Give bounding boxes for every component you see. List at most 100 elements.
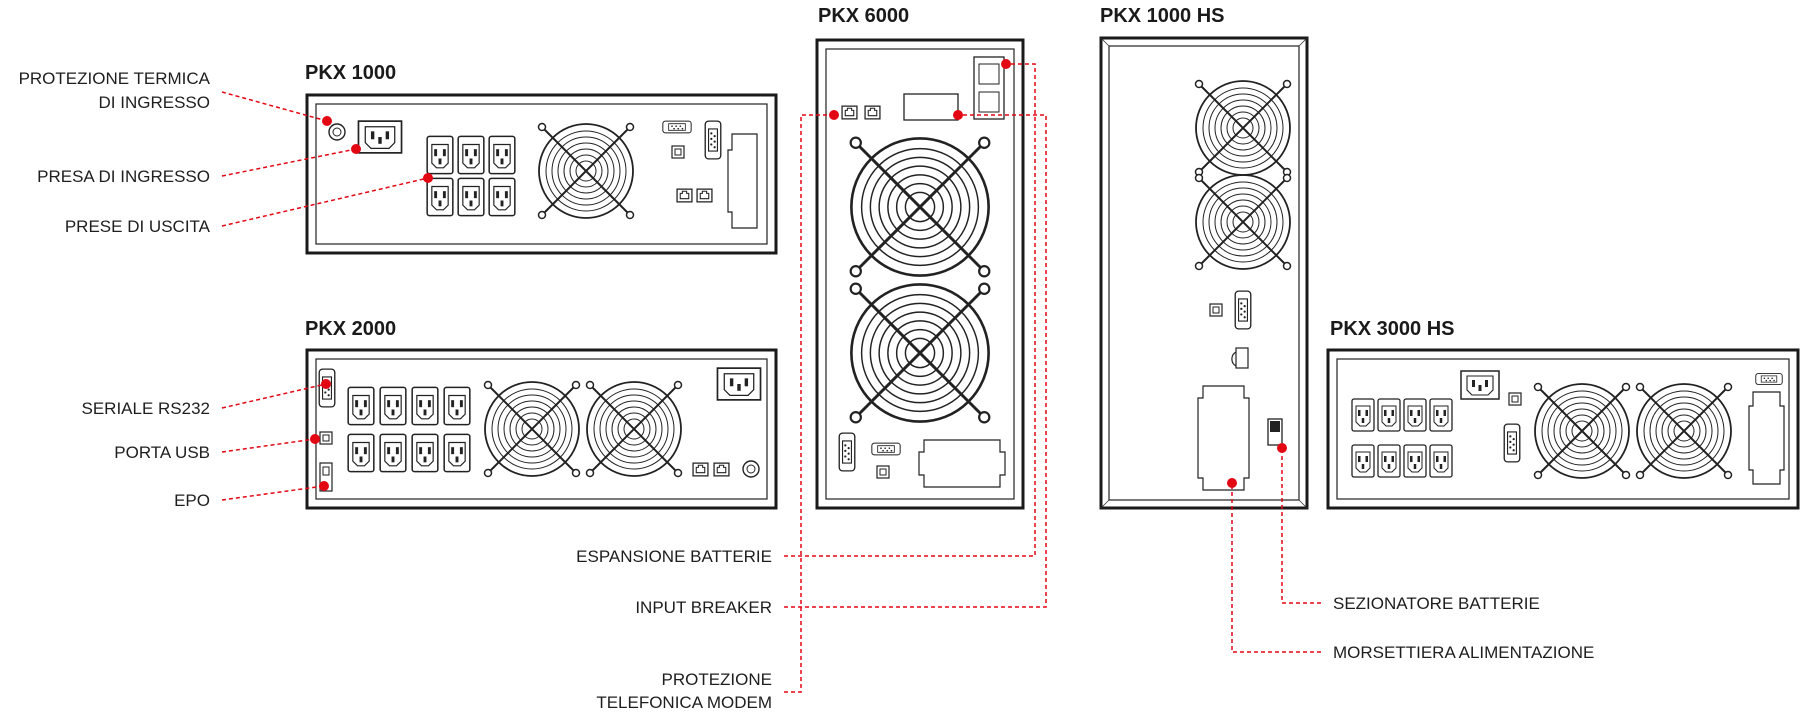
- output-socket-icon: [443, 433, 471, 473]
- callout-dot: [1277, 443, 1287, 453]
- terminal-block-icon: [1197, 385, 1250, 491]
- leader-battery-expansion: [784, 63, 1036, 557]
- callout-usb: PORTA USB: [114, 443, 210, 462]
- output-socket-icon: [457, 135, 485, 175]
- output-socket-icon: [1377, 444, 1401, 478]
- modem-port-icon: [841, 105, 858, 120]
- terminal-block-icon: [918, 439, 1006, 488]
- unit-title-pkx1000: PKX 1000: [305, 62, 396, 84]
- leader-serial: [221, 383, 327, 409]
- callout-dot: [1001, 59, 1011, 69]
- network-port-icon: [696, 188, 713, 203]
- thermal-breaker-icon: [742, 460, 760, 478]
- leader-dots: [310, 59, 1287, 491]
- leader-input-socket: [221, 148, 357, 177]
- pkx3000hs-panel: [1336, 358, 1790, 500]
- output-socket-icon: [426, 177, 454, 217]
- callout-dot: [829, 110, 839, 120]
- callout-epo: EPO: [174, 491, 210, 510]
- callout-dot: [351, 144, 361, 154]
- serial-port-icon: [838, 432, 856, 472]
- unit-pkx1000hs: PKX 1000 HS: [1099, 5, 1309, 510]
- leader-epo: [221, 485, 325, 501]
- callout-dot: [310, 434, 320, 444]
- unit-title-pkx3000hs: PKX 3000 HS: [1330, 318, 1455, 340]
- pkx1000hs-panel: [1108, 45, 1300, 501]
- pkx1000-panel: [315, 103, 768, 245]
- serial-port-icon: [662, 120, 692, 134]
- output-socket-icon: [379, 433, 407, 473]
- callout-input-breaker: INPUT BREAKER: [635, 598, 772, 617]
- callout-output-sockets: PRESE DI USCITA: [65, 217, 211, 236]
- output-socket-icon: [1377, 398, 1401, 432]
- leader-usb: [221, 438, 316, 453]
- network-port-icon: [713, 462, 730, 477]
- output-socket-icon: [1403, 398, 1427, 432]
- usb-port-icon: [319, 431, 333, 445]
- unit-title-pkx2000: PKX 2000: [305, 318, 396, 340]
- serial-port-icon: [1755, 373, 1783, 385]
- callout-battery-expansion: ESPANSIONE BATTERIE: [576, 547, 772, 566]
- callout-input-socket: PRESA DI INGRESSO: [37, 167, 210, 186]
- callout-serial: SERIALE RS232: [81, 399, 210, 418]
- pkx1000-chassis: [305, 93, 778, 255]
- callout-dot: [319, 481, 329, 491]
- callout-dot: [423, 173, 433, 183]
- bevel-line: [1100, 499, 1110, 509]
- input-breaker-icon: [903, 93, 959, 121]
- modem-port-icon: [864, 105, 881, 120]
- output-socket-icon: [347, 386, 375, 426]
- callout-battery-switch: SEZIONATORE BATTERIE: [1333, 594, 1540, 613]
- bevel-line: [1100, 37, 1110, 47]
- output-socket-icon: [1351, 444, 1375, 478]
- usb-port-icon: [876, 465, 890, 479]
- input-socket-icon: [1460, 370, 1500, 400]
- callout-thermal-protection-line1: PROTEZIONE TERMICA: [19, 69, 211, 88]
- output-socket-icon: [379, 386, 407, 426]
- leader-modem: [784, 114, 834, 693]
- serial-port-icon: [871, 442, 901, 456]
- unit-pkx1000: PKX 1000: [305, 62, 778, 255]
- callout-modem-protection-line2: TELEFONICA MODEM: [596, 693, 772, 712]
- callout-modem-protection-line1: PROTEZIONE: [661, 670, 772, 689]
- leader-terminal-block: [1231, 483, 1321, 653]
- serial-port-icon: [1503, 423, 1521, 463]
- epo-cover-icon: [727, 133, 758, 229]
- leader-output-sockets: [221, 177, 429, 227]
- output-socket-icon: [1403, 444, 1427, 478]
- callout-thermal-protection-line2: DI INGRESSO: [99, 93, 210, 112]
- epo-connector-icon: [1231, 347, 1249, 369]
- input-socket-icon: [716, 367, 762, 401]
- output-socket-icon: [1429, 444, 1453, 478]
- unit-title-pkx1000hs: PKX 1000 HS: [1100, 5, 1225, 27]
- output-socket-icon: [443, 386, 471, 426]
- bevel-line: [1298, 499, 1308, 509]
- callout-dot: [322, 116, 332, 126]
- serial-port-icon: [704, 120, 722, 160]
- leader-battery-switch: [1281, 445, 1321, 604]
- pkx6000-panel: [825, 48, 1015, 500]
- output-socket-icon: [488, 177, 516, 217]
- output-socket-icon: [1351, 398, 1375, 432]
- battery-connector-icon: [973, 56, 1005, 120]
- leader-input-breaker: [784, 114, 1047, 608]
- callout-labels: PROTEZIONE TERMICA DI INGRESSO PRESA DI …: [19, 69, 1595, 712]
- callout-terminal-block: MORSETTIERA ALIMENTAZIONE: [1333, 643, 1594, 662]
- terminal-block-icon: [1748, 391, 1785, 485]
- battery-switch-icon: [1267, 418, 1283, 446]
- callout-dot: [321, 379, 331, 389]
- usb-port-icon: [1209, 303, 1223, 317]
- output-socket-icon: [1429, 398, 1453, 432]
- output-socket-icon: [411, 386, 439, 426]
- usb-port-icon: [1508, 392, 1522, 406]
- callout-dot: [1227, 478, 1237, 488]
- callout-dot: [953, 110, 963, 120]
- bevel-line: [1298, 37, 1308, 47]
- output-socket-icon: [426, 135, 454, 175]
- serial-port-icon: [1234, 290, 1252, 330]
- input-socket-icon: [357, 120, 403, 154]
- network-port-icon: [676, 188, 693, 203]
- unit-title-pkx6000: PKX 6000: [818, 5, 909, 27]
- leader-lines: [221, 63, 1321, 693]
